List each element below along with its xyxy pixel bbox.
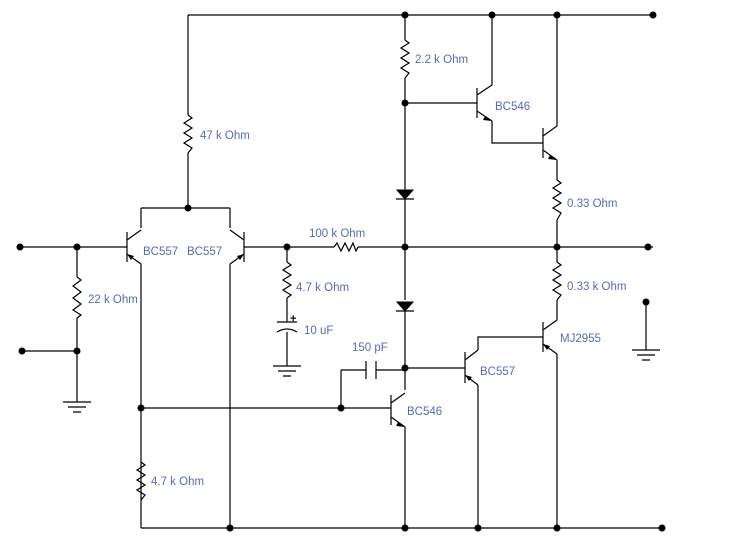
label-q-bc557-right: BC557	[187, 246, 222, 258]
label-r-2k2: 2.2 k Ohm	[415, 54, 468, 66]
capacitor-10uf	[276, 321, 298, 333]
label-r-22k: 22 k Ohm	[88, 294, 138, 306]
label-q-bc557-left: BC557	[143, 246, 178, 258]
resistor-2k2	[399, 39, 411, 79]
label-q-bc546-vas: BC546	[407, 406, 442, 418]
resistor-22k	[71, 276, 83, 319]
wires	[20, 14, 662, 529]
label-q-mj2955: MJ2955	[560, 333, 601, 345]
label-q-bc557-driver: BC557	[480, 366, 515, 378]
transistor-arrows	[127, 116, 557, 427]
resistor-47k	[182, 114, 194, 154]
label-r-033-top: 0.33 Ohm	[567, 198, 618, 210]
label-r-47k: 47 k Ohm	[200, 130, 250, 142]
label-r-4k7-feedback: 4.7 k Ohm	[296, 282, 349, 294]
capacitor-150pf	[365, 361, 377, 379]
ground-symbol-input	[63, 401, 91, 413]
label-r-4k7-bottom: 4.7 k Ohm	[151, 476, 204, 488]
resistor-4k7-feedback	[281, 261, 293, 299]
resistor-100k	[333, 241, 359, 253]
label-r-033k: 0.33 k Ohm	[567, 281, 626, 293]
label-c-10u: 10 uF	[304, 325, 333, 337]
resistor-033k	[551, 261, 563, 301]
ground-symbol-right	[632, 349, 660, 361]
label-q-bc546-top: BC546	[495, 101, 530, 113]
label-c-150p: 150 pF	[352, 342, 388, 354]
diode-lower	[395, 301, 415, 312]
label-c-10u-plus: +	[290, 313, 296, 325]
resistor-4k7-bottom	[135, 461, 147, 501]
ground-symbol-capacitor	[273, 365, 301, 377]
resistor-022-top	[551, 179, 563, 221]
label-r-100k: 100 k Ohm	[309, 228, 365, 240]
junction-dots	[16, 11, 666, 532]
diode-upper	[395, 189, 415, 200]
